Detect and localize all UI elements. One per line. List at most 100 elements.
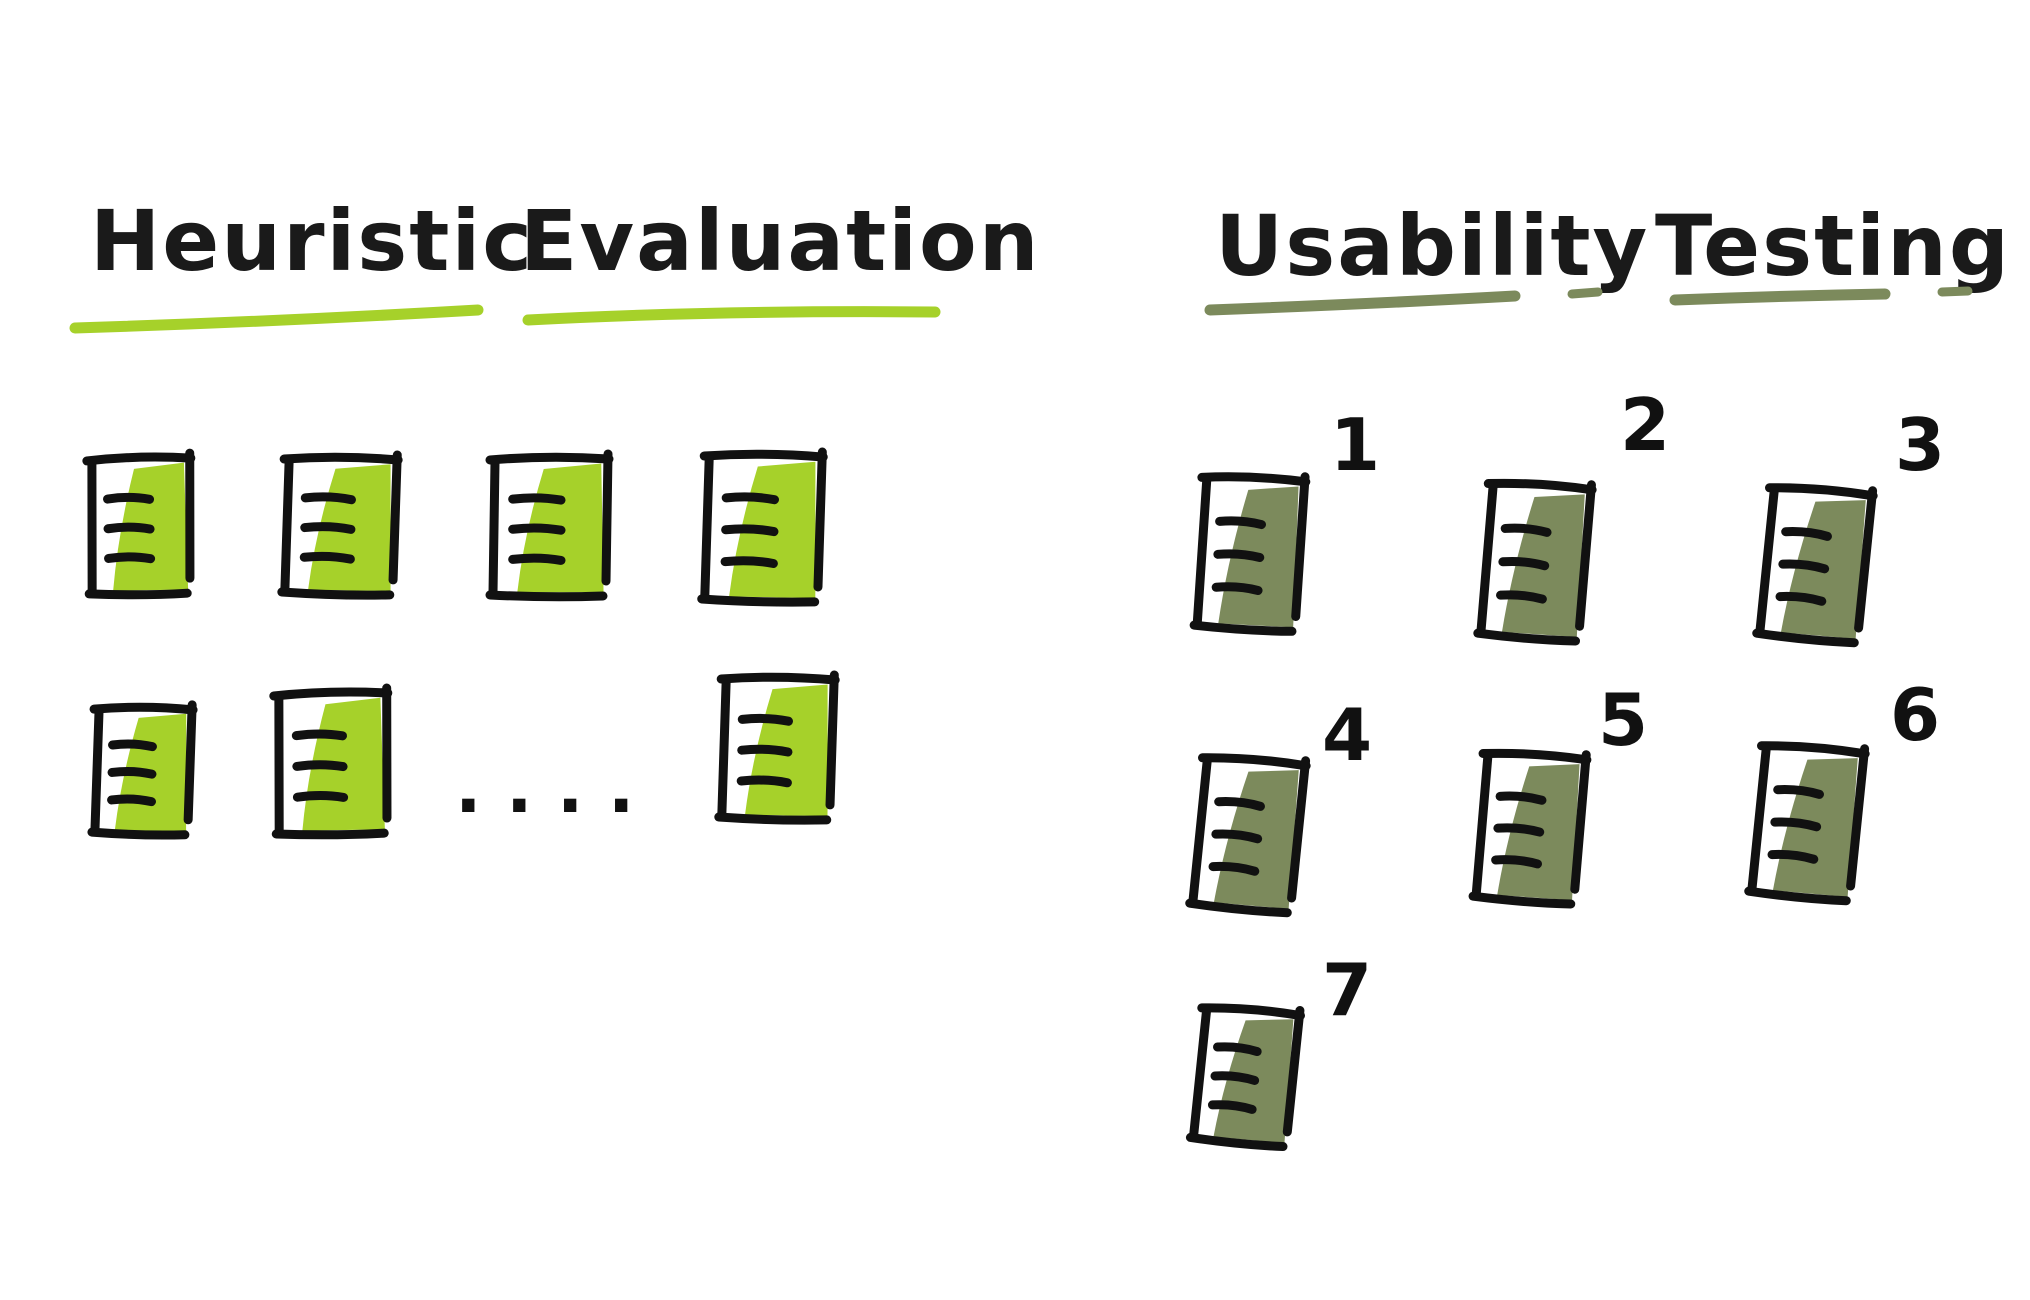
document-right-edge	[1854, 486, 1878, 633]
document-left-edge	[1471, 751, 1493, 899]
heuristic-evaluation-section: Heuristic Evaluation . . . .	[69, 192, 1039, 840]
document-text-line	[1213, 549, 1265, 563]
document-bottom-edge	[1185, 898, 1292, 918]
usability-document-icon	[1752, 483, 1878, 648]
document-text-line	[736, 775, 792, 788]
document-text-line	[737, 713, 793, 726]
document-bottom-edge	[1185, 1132, 1288, 1152]
document-right-edge	[825, 670, 839, 810]
document-top-edge	[279, 452, 403, 465]
document-text-line	[104, 552, 156, 564]
document-text-line	[508, 553, 566, 565]
document-text-line	[737, 744, 793, 757]
document-top-edge	[82, 452, 196, 466]
document-text-line	[107, 766, 157, 779]
heuristic-document-icon	[697, 447, 828, 607]
document-left-edge	[87, 458, 97, 597]
document-left-edge	[1189, 1005, 1212, 1141]
document-text-line	[103, 522, 155, 534]
document-right-edge	[601, 449, 613, 586]
usability-document-icon	[1473, 478, 1597, 646]
usability-document-icon	[1189, 472, 1311, 636]
document-top-edge	[716, 672, 840, 685]
heuristic-document-icon	[277, 450, 403, 600]
document-top-edge	[485, 452, 614, 465]
heuristic-ellipsis: . . . .	[455, 747, 634, 829]
document-text-line	[299, 551, 355, 564]
document-text-line	[721, 524, 779, 537]
session-number-label: 5	[1598, 678, 1648, 762]
document-text-line	[1778, 559, 1830, 574]
document-text-line	[1495, 791, 1547, 805]
document-right-edge	[382, 683, 392, 823]
session-number-label: 4	[1322, 693, 1372, 777]
document-top-edge	[269, 687, 393, 701]
document-top-edge	[1756, 741, 1870, 759]
document-left-edge	[488, 457, 500, 598]
heuristic-documents	[82, 447, 840, 840]
document-text-line	[1207, 1100, 1257, 1114]
document-right-edge	[388, 450, 402, 585]
document-bottom-edge	[1468, 891, 1576, 909]
usability-document-icon	[1744, 741, 1870, 906]
document-text-line	[1211, 829, 1263, 844]
document-text-line	[1208, 861, 1260, 876]
document-bottom-edge	[485, 590, 608, 602]
document-top-edge	[1197, 1003, 1305, 1021]
document-bottom-edge	[277, 587, 395, 600]
heuristic-document-icon	[87, 700, 198, 840]
document-left-edge	[1747, 743, 1771, 894]
session-number-label: 7	[1322, 948, 1372, 1032]
document-text-line	[107, 794, 156, 807]
document-text-line	[1781, 527, 1832, 541]
usability-underline-1	[1204, 290, 1521, 316]
document-right-edge	[1570, 750, 1591, 894]
document-bottom-edge	[84, 588, 192, 600]
session-number-label: 2	[1620, 383, 1670, 467]
document-text-line	[1775, 591, 1827, 606]
document-text-line	[1493, 823, 1545, 837]
document-text-line	[291, 729, 348, 741]
heuristic-title-word-1: Heuristic	[90, 192, 534, 290]
heuristic-document-icon	[485, 449, 614, 602]
usability-underline-2	[1669, 288, 1891, 306]
document-left-edge	[1476, 481, 1498, 636]
usability-document-icon	[1185, 753, 1311, 918]
document-bottom-edge	[714, 812, 832, 825]
document-top-edge	[1483, 478, 1597, 495]
document-text-line	[1213, 1042, 1262, 1057]
document-left-edge	[1192, 475, 1212, 628]
document-text-line	[508, 523, 566, 535]
document-bottom-edge	[697, 594, 820, 607]
document-text-line	[1500, 523, 1552, 537]
document-text-line	[108, 739, 157, 752]
session-number-label: 6	[1890, 673, 1940, 757]
document-right-edge	[185, 448, 195, 583]
document-text-line	[300, 492, 356, 505]
document-text-line	[1496, 590, 1547, 604]
session-number-label: 1	[1330, 403, 1380, 487]
document-left-edge	[280, 456, 294, 595]
document-text-line	[1211, 582, 1263, 595]
document-text-line	[1770, 817, 1822, 832]
document-text-line	[720, 556, 778, 568]
usability-underline-2-tail	[1937, 286, 1973, 297]
document-right-edge	[183, 700, 197, 825]
document-left-edge	[700, 453, 714, 602]
document-left-edge	[274, 693, 284, 837]
document-bottom-edge	[1473, 628, 1581, 646]
document-top-edge	[1478, 748, 1592, 765]
document-bottom-edge	[1744, 886, 1851, 906]
document-text-line	[1214, 797, 1265, 811]
document-bottom-edge	[1189, 620, 1297, 636]
document-right-edge	[1846, 744, 1870, 891]
document-text-line	[1767, 849, 1819, 864]
heuristic-underline-1	[69, 304, 484, 334]
document-right-edge	[1575, 480, 1596, 631]
document-text-line	[103, 492, 155, 504]
document-top-edge	[699, 449, 828, 462]
session-number-label: 3	[1895, 403, 1945, 487]
document-right-edge	[1291, 472, 1310, 621]
